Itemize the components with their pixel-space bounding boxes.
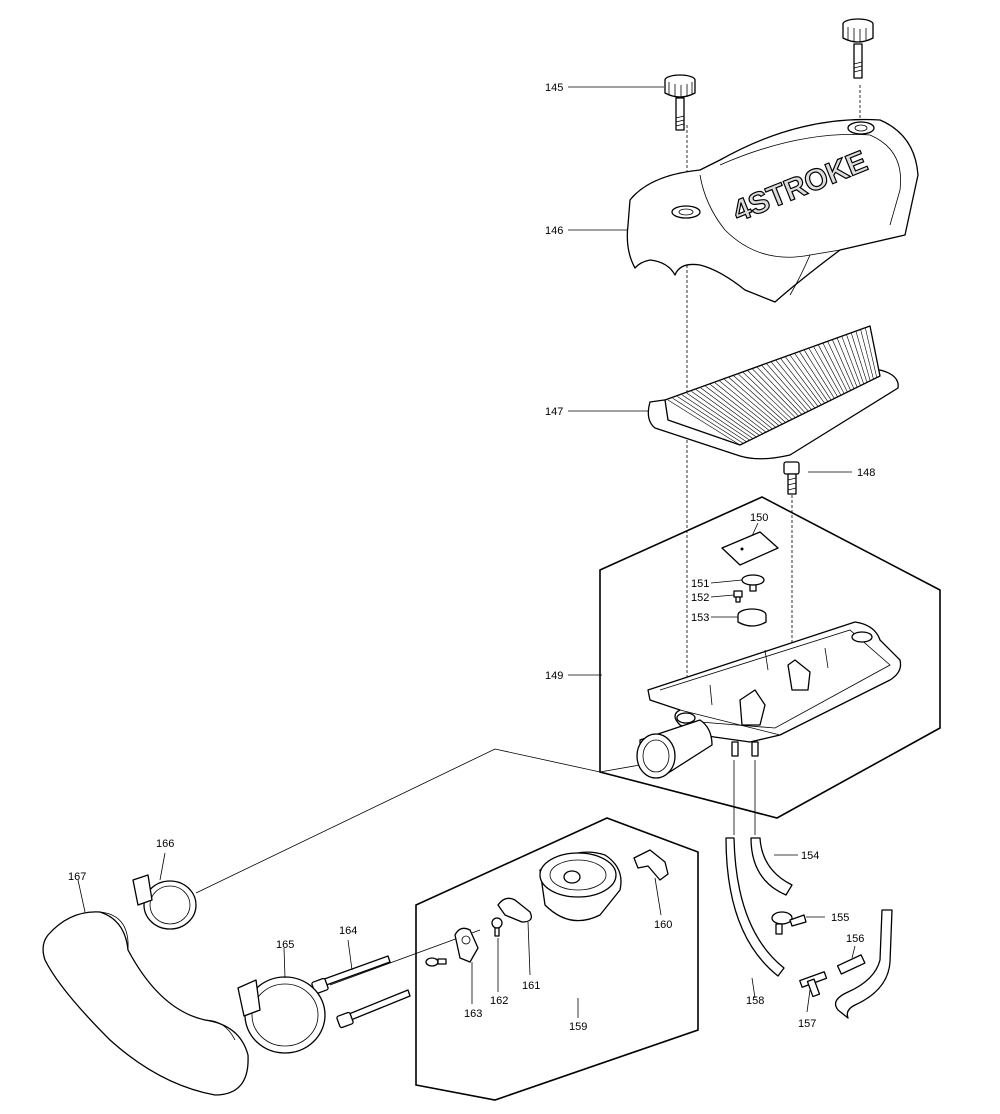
valve-plate-150 <box>721 531 779 566</box>
valve-151 <box>741 574 765 592</box>
filter-pleat <box>757 367 803 415</box>
callout-164: 164 <box>339 925 357 937</box>
filter-pleat <box>818 344 845 394</box>
callout-157: 157 <box>798 1018 816 1030</box>
filter-pleat <box>799 351 832 401</box>
callout-156: 156 <box>846 933 864 945</box>
callout-152: 152 <box>691 592 709 604</box>
filter-pleat <box>672 398 744 444</box>
filter-pleat <box>710 384 770 431</box>
choke-lever-160 <box>633 849 669 881</box>
filter-pleat <box>705 385 767 433</box>
knob-screw-145 <box>664 74 696 131</box>
callout-159: 159 <box>569 1021 587 1033</box>
small-screw <box>425 957 447 967</box>
callout-165: 165 <box>276 939 294 951</box>
t-joint-157 <box>799 971 828 998</box>
hose-158 <box>725 837 785 977</box>
intake-elbow-hose-167 <box>42 911 249 1096</box>
callout-153: 153 <box>691 612 709 624</box>
knob-screw-145b <box>842 18 874 79</box>
choke-body-159 <box>539 851 622 922</box>
filter-pleat <box>850 332 868 383</box>
joint-156 <box>836 954 866 975</box>
filter-pleat <box>789 355 825 404</box>
filter-pleat <box>738 373 790 422</box>
screw-148 <box>783 461 800 495</box>
filter-pleat <box>869 325 881 377</box>
hose-clip-155 <box>771 911 807 935</box>
filter-pleat <box>860 329 874 380</box>
filter-pleat <box>841 336 861 386</box>
callout-155: 155 <box>831 912 849 924</box>
filter-pleat <box>766 363 809 412</box>
filter-pleat <box>728 377 783 425</box>
filter-pleat <box>742 372 793 420</box>
air-filter-147 <box>647 325 899 460</box>
callout-145: 145 <box>545 82 563 94</box>
filter-pleat <box>677 396 747 443</box>
filter-pleat <box>803 349 835 399</box>
callout-148: 148 <box>857 467 875 479</box>
filter-pleat <box>747 370 796 418</box>
filter-pleat <box>827 341 851 391</box>
filter-pleat <box>691 391 757 438</box>
callout-167: 167 <box>68 871 86 883</box>
long-bolt-164 <box>311 955 391 995</box>
filter-pleat <box>714 382 773 430</box>
callout-161: 161 <box>522 980 540 992</box>
filter-pleat <box>681 394 750 441</box>
filter-pleat <box>667 399 741 446</box>
callout-154: 154 <box>801 850 819 862</box>
hose-154 <box>750 837 793 896</box>
filter-pleat <box>700 387 763 435</box>
ring-153 <box>737 608 767 627</box>
filter-pleat <box>724 379 780 426</box>
plate-161 <box>497 897 533 923</box>
filter-pleats <box>667 325 881 446</box>
filter-pleat <box>822 343 848 393</box>
filter-pleat <box>832 339 855 389</box>
filter-pleat <box>813 346 842 396</box>
filter-pleat <box>696 389 760 436</box>
callout-151: 151 <box>691 578 709 590</box>
plug-152 <box>733 590 743 603</box>
clip-163 <box>454 927 479 963</box>
filter-pleat <box>794 353 829 402</box>
screw-162 <box>491 917 503 937</box>
callout-149: 149 <box>545 670 563 682</box>
callout-150: 150 <box>750 512 768 524</box>
filter-pleat <box>775 360 816 409</box>
hose-band-165 <box>237 976 326 1054</box>
air-cleaner-case-149 <box>636 621 902 779</box>
callout-147: 147 <box>545 406 563 418</box>
callout-166: 166 <box>156 838 174 850</box>
callout-163: 163 <box>464 1008 482 1020</box>
filter-pleat <box>771 361 812 410</box>
filter-pleat <box>761 365 806 414</box>
filter-pleat <box>846 334 865 385</box>
filter-pleat <box>836 337 858 388</box>
filter-pleat <box>808 348 838 398</box>
filter-pleat <box>865 327 878 378</box>
filter-pleat <box>780 358 819 407</box>
callout-160: 160 <box>654 919 672 931</box>
hose-band-166 <box>132 874 197 930</box>
filter-pleat <box>785 356 822 406</box>
filter-pleat <box>752 368 799 417</box>
filter-pleat <box>719 380 777 428</box>
filter-pleat <box>855 331 871 381</box>
callout-158: 158 <box>746 995 764 1007</box>
long-bolt-164b <box>336 989 411 1029</box>
group-box-159 <box>415 817 699 1101</box>
filter-pleat <box>733 375 786 423</box>
filter-pleat <box>686 392 754 439</box>
callout-146: 146 <box>545 225 563 237</box>
air-cleaner-cover-146: 4STROKE <box>626 118 919 303</box>
callout-162: 162 <box>490 995 508 1007</box>
